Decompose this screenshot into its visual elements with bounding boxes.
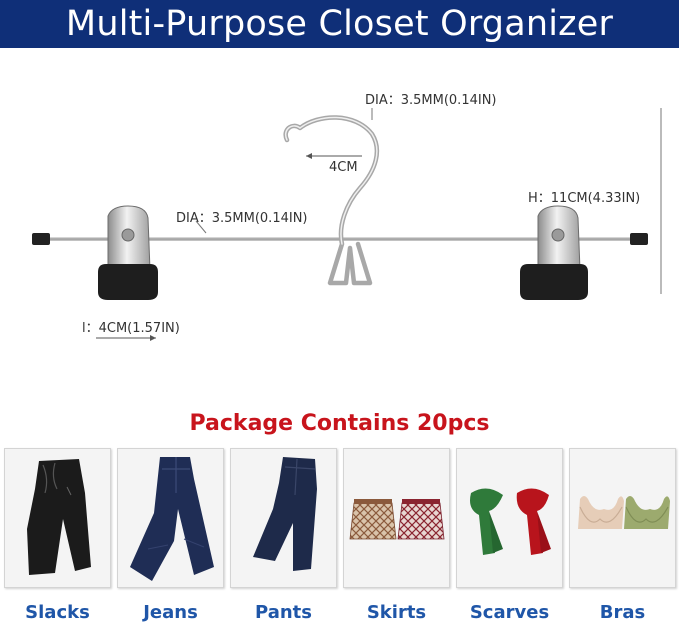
right-end-cap	[630, 233, 648, 245]
card-skirts	[343, 448, 450, 588]
hook-width-label: 4CM	[329, 160, 358, 175]
left-clip	[98, 205, 158, 300]
label-slacks: Slacks	[25, 602, 90, 623]
bar-wire-diameter-label: DIA：3.5MM(0.14IN)	[176, 211, 308, 226]
card-bras	[569, 448, 676, 588]
slacks-icon	[27, 459, 91, 575]
hanger-hook	[283, 115, 380, 286]
height-label: H：11CM(4.33IN)	[528, 191, 641, 206]
hanger-illustration	[32, 108, 662, 341]
label-jeans: Jeans	[143, 602, 198, 623]
label-skirts: Skirts	[366, 602, 427, 623]
card-jeans	[117, 448, 224, 588]
label-bras: Bras	[599, 602, 646, 623]
label-scarves: Scarves	[469, 602, 550, 623]
banner-title: Multi-Purpose Closet Organizer	[65, 4, 614, 44]
pants-icon	[253, 457, 317, 571]
scarves-icon	[470, 488, 551, 555]
title-banner: Multi-Purpose Closet Organizer	[0, 0, 679, 48]
garment-cards	[4, 448, 676, 588]
right-clip	[520, 205, 588, 300]
package-title: Package Contains 20pcs	[189, 411, 490, 436]
hook-wire-diameter-label: DIA：3.5MM(0.14IN)	[365, 93, 497, 108]
card-pants	[230, 448, 337, 588]
bar-dia-leader	[195, 220, 207, 234]
label-pants: Pants	[255, 602, 312, 623]
left-end-cap	[32, 233, 50, 245]
jeans-icon	[130, 457, 214, 581]
skirts-icon	[349, 499, 445, 540]
bras-icon	[578, 496, 670, 529]
card-scarves	[456, 448, 563, 588]
clip-length-label: l：4CM(1.57IN)	[82, 321, 180, 336]
garment-labels: Slacks Jeans Pants Skirts Scarves Bras	[4, 602, 676, 623]
card-slacks	[4, 448, 111, 588]
